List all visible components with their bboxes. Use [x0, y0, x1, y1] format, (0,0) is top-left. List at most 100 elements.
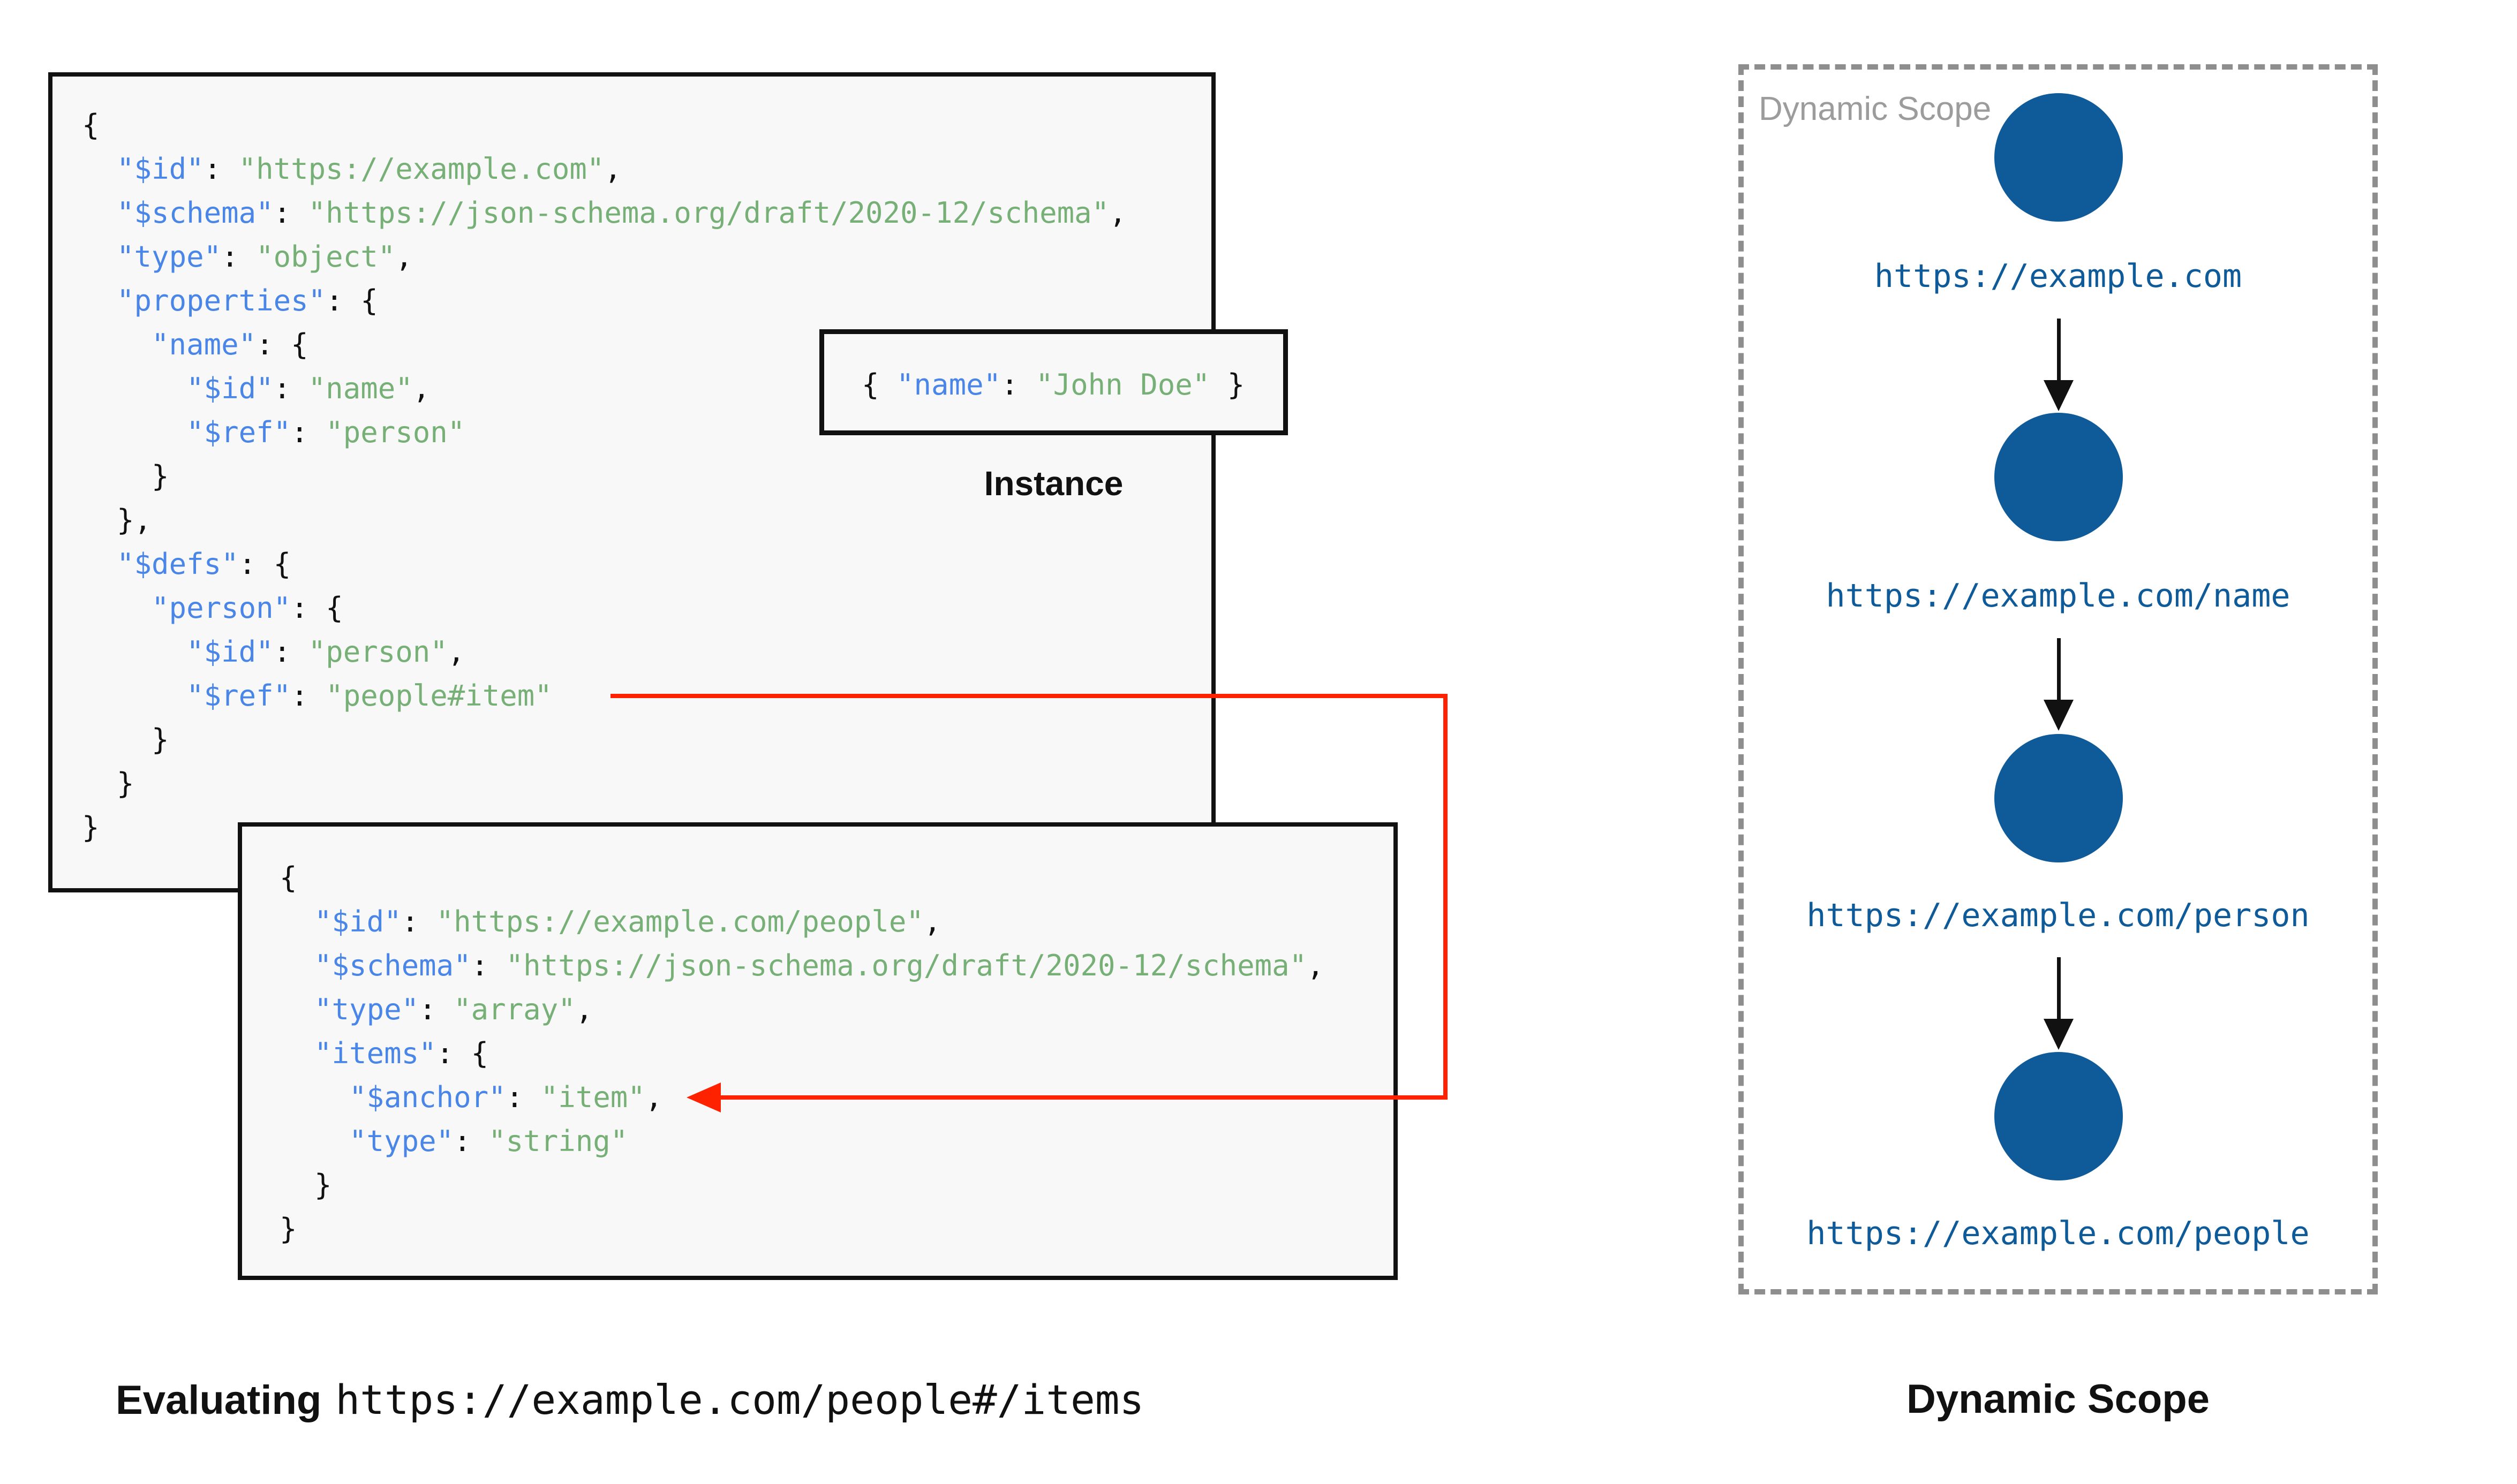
- code-token: }: [82, 811, 100, 844]
- code-token: ,: [412, 372, 431, 405]
- code-token: [82, 591, 152, 625]
- code-line: {: [280, 856, 1324, 900]
- code-token: "array": [454, 993, 576, 1026]
- code-line: {: [82, 103, 1127, 147]
- code-token: "$ref": [186, 679, 291, 713]
- code-token: "name": [896, 368, 1001, 402]
- code-token: : {: [291, 591, 343, 625]
- code-token: "$id": [117, 152, 204, 186]
- code-line: { "name": "John Doe" }: [862, 361, 1245, 409]
- dynamic-scope-watermark: Dynamic Scope: [1759, 90, 1992, 127]
- code-token: :: [221, 240, 257, 274]
- schema-2-box: { "$id": "https://example.com/people", "…: [238, 822, 1398, 1280]
- code-line: "$anchor": "item",: [280, 1076, 1324, 1119]
- down-arrow-head-icon-2: [2044, 700, 2074, 731]
- code-token: "$ref": [186, 415, 291, 449]
- code-token: "person": [326, 415, 465, 449]
- scope-node-label-2: https://example.com/name: [1826, 577, 2290, 615]
- code-token: "https://json-schema.org/draft/2020-12/s…: [308, 196, 1110, 230]
- ref-connector-right-segment: [1443, 694, 1448, 1100]
- code-token: "type": [349, 1124, 454, 1158]
- code-token: [82, 328, 152, 361]
- code-token: "John Doe": [1036, 368, 1210, 402]
- code-token: [82, 635, 186, 669]
- code-token: [82, 240, 117, 274]
- code-token: :: [1001, 368, 1036, 402]
- code-token: :: [273, 372, 308, 405]
- code-token: "https://example.com/people": [436, 905, 924, 938]
- code-token: "type": [117, 240, 222, 274]
- code-token: }: [1210, 368, 1245, 402]
- scope-node-label-1: https://example.com: [1874, 258, 2242, 295]
- code-token: [82, 679, 186, 713]
- code-token: }: [82, 723, 169, 756]
- code-token: [82, 547, 117, 581]
- code-token: [280, 949, 314, 982]
- code-token: [82, 415, 186, 449]
- down-arrow-icon-3: [2057, 957, 2061, 1019]
- schema-1-code: { "$id": "https://example.com", "$schema…: [82, 103, 1127, 850]
- code-token: [82, 152, 117, 186]
- code-token: :: [273, 196, 308, 230]
- code-line: "person": {: [82, 586, 1127, 630]
- down-arrow-icon-1: [2057, 319, 2061, 380]
- code-line: "$id": "person",: [82, 630, 1127, 674]
- code-token: "$defs": [117, 547, 239, 581]
- code-line: "$defs": {: [82, 542, 1127, 586]
- code-token: :: [401, 905, 436, 938]
- instance-label: Instance: [984, 464, 1124, 503]
- code-token: "$id": [186, 372, 274, 405]
- code-line: "$ref": "people#item": [82, 674, 1127, 718]
- code-token: [280, 993, 314, 1026]
- scope-node-label-3: https://example.com/person: [1806, 897, 2310, 934]
- code-token: :: [506, 1080, 541, 1114]
- code-line: },: [82, 498, 1127, 542]
- code-token: "name": [308, 372, 413, 405]
- code-token: "$schema": [117, 196, 274, 230]
- code-token: }: [82, 459, 169, 493]
- code-token: : {: [256, 328, 308, 361]
- code-token: },: [82, 503, 152, 537]
- code-line: "$id": "https://example.com",: [82, 147, 1127, 191]
- ref-connector-bottom-segment: [720, 1095, 1448, 1100]
- instance-code: { "name": "John Doe" }: [862, 361, 1245, 409]
- code-line: }: [82, 762, 1127, 806]
- code-line: }: [280, 1163, 1324, 1207]
- down-arrow-head-icon-1: [2044, 380, 2074, 411]
- code-line: }: [82, 718, 1127, 762]
- code-token: "https://example.com": [238, 152, 605, 186]
- code-token: : {: [436, 1036, 489, 1070]
- code-token: "$id": [186, 635, 274, 669]
- code-token: "type": [314, 993, 419, 1026]
- evaluating-caption-bold: Evaluating: [116, 1377, 322, 1423]
- code-token: [280, 905, 314, 938]
- ref-connector-top-segment: [611, 694, 1448, 698]
- code-token: "$schema": [314, 949, 471, 982]
- code-token: "object": [256, 240, 396, 274]
- code-line: "name": {: [82, 323, 1127, 367]
- code-token: :: [419, 993, 454, 1026]
- scope-node-circle-1: [1994, 93, 2123, 222]
- code-token: "items": [314, 1036, 436, 1070]
- code-token: "properties": [117, 284, 326, 317]
- code-line: "properties": {: [82, 279, 1127, 323]
- code-line: }: [280, 1207, 1324, 1251]
- code-token: "$id": [314, 905, 402, 938]
- ref-arrow-head-icon: [687, 1082, 721, 1112]
- code-token: :: [273, 635, 308, 669]
- code-line: "$id": "https://example.com/people",: [280, 900, 1324, 944]
- code-token: ,: [1109, 196, 1127, 230]
- code-token: "string": [488, 1124, 628, 1158]
- code-token: "name": [152, 328, 257, 361]
- code-token: :: [454, 1124, 489, 1158]
- code-token: [82, 284, 117, 317]
- code-token: ,: [923, 905, 941, 938]
- scope-node-circle-3: [1994, 734, 2123, 862]
- code-token: "people#item": [326, 679, 552, 713]
- down-arrow-head-icon-3: [2044, 1019, 2074, 1050]
- evaluating-caption-uri: https://example.com/people#/items: [335, 1376, 1144, 1424]
- code-line: "$schema": "https://json-schema.org/draf…: [82, 191, 1127, 235]
- code-token: [82, 372, 186, 405]
- code-token: ,: [395, 240, 413, 274]
